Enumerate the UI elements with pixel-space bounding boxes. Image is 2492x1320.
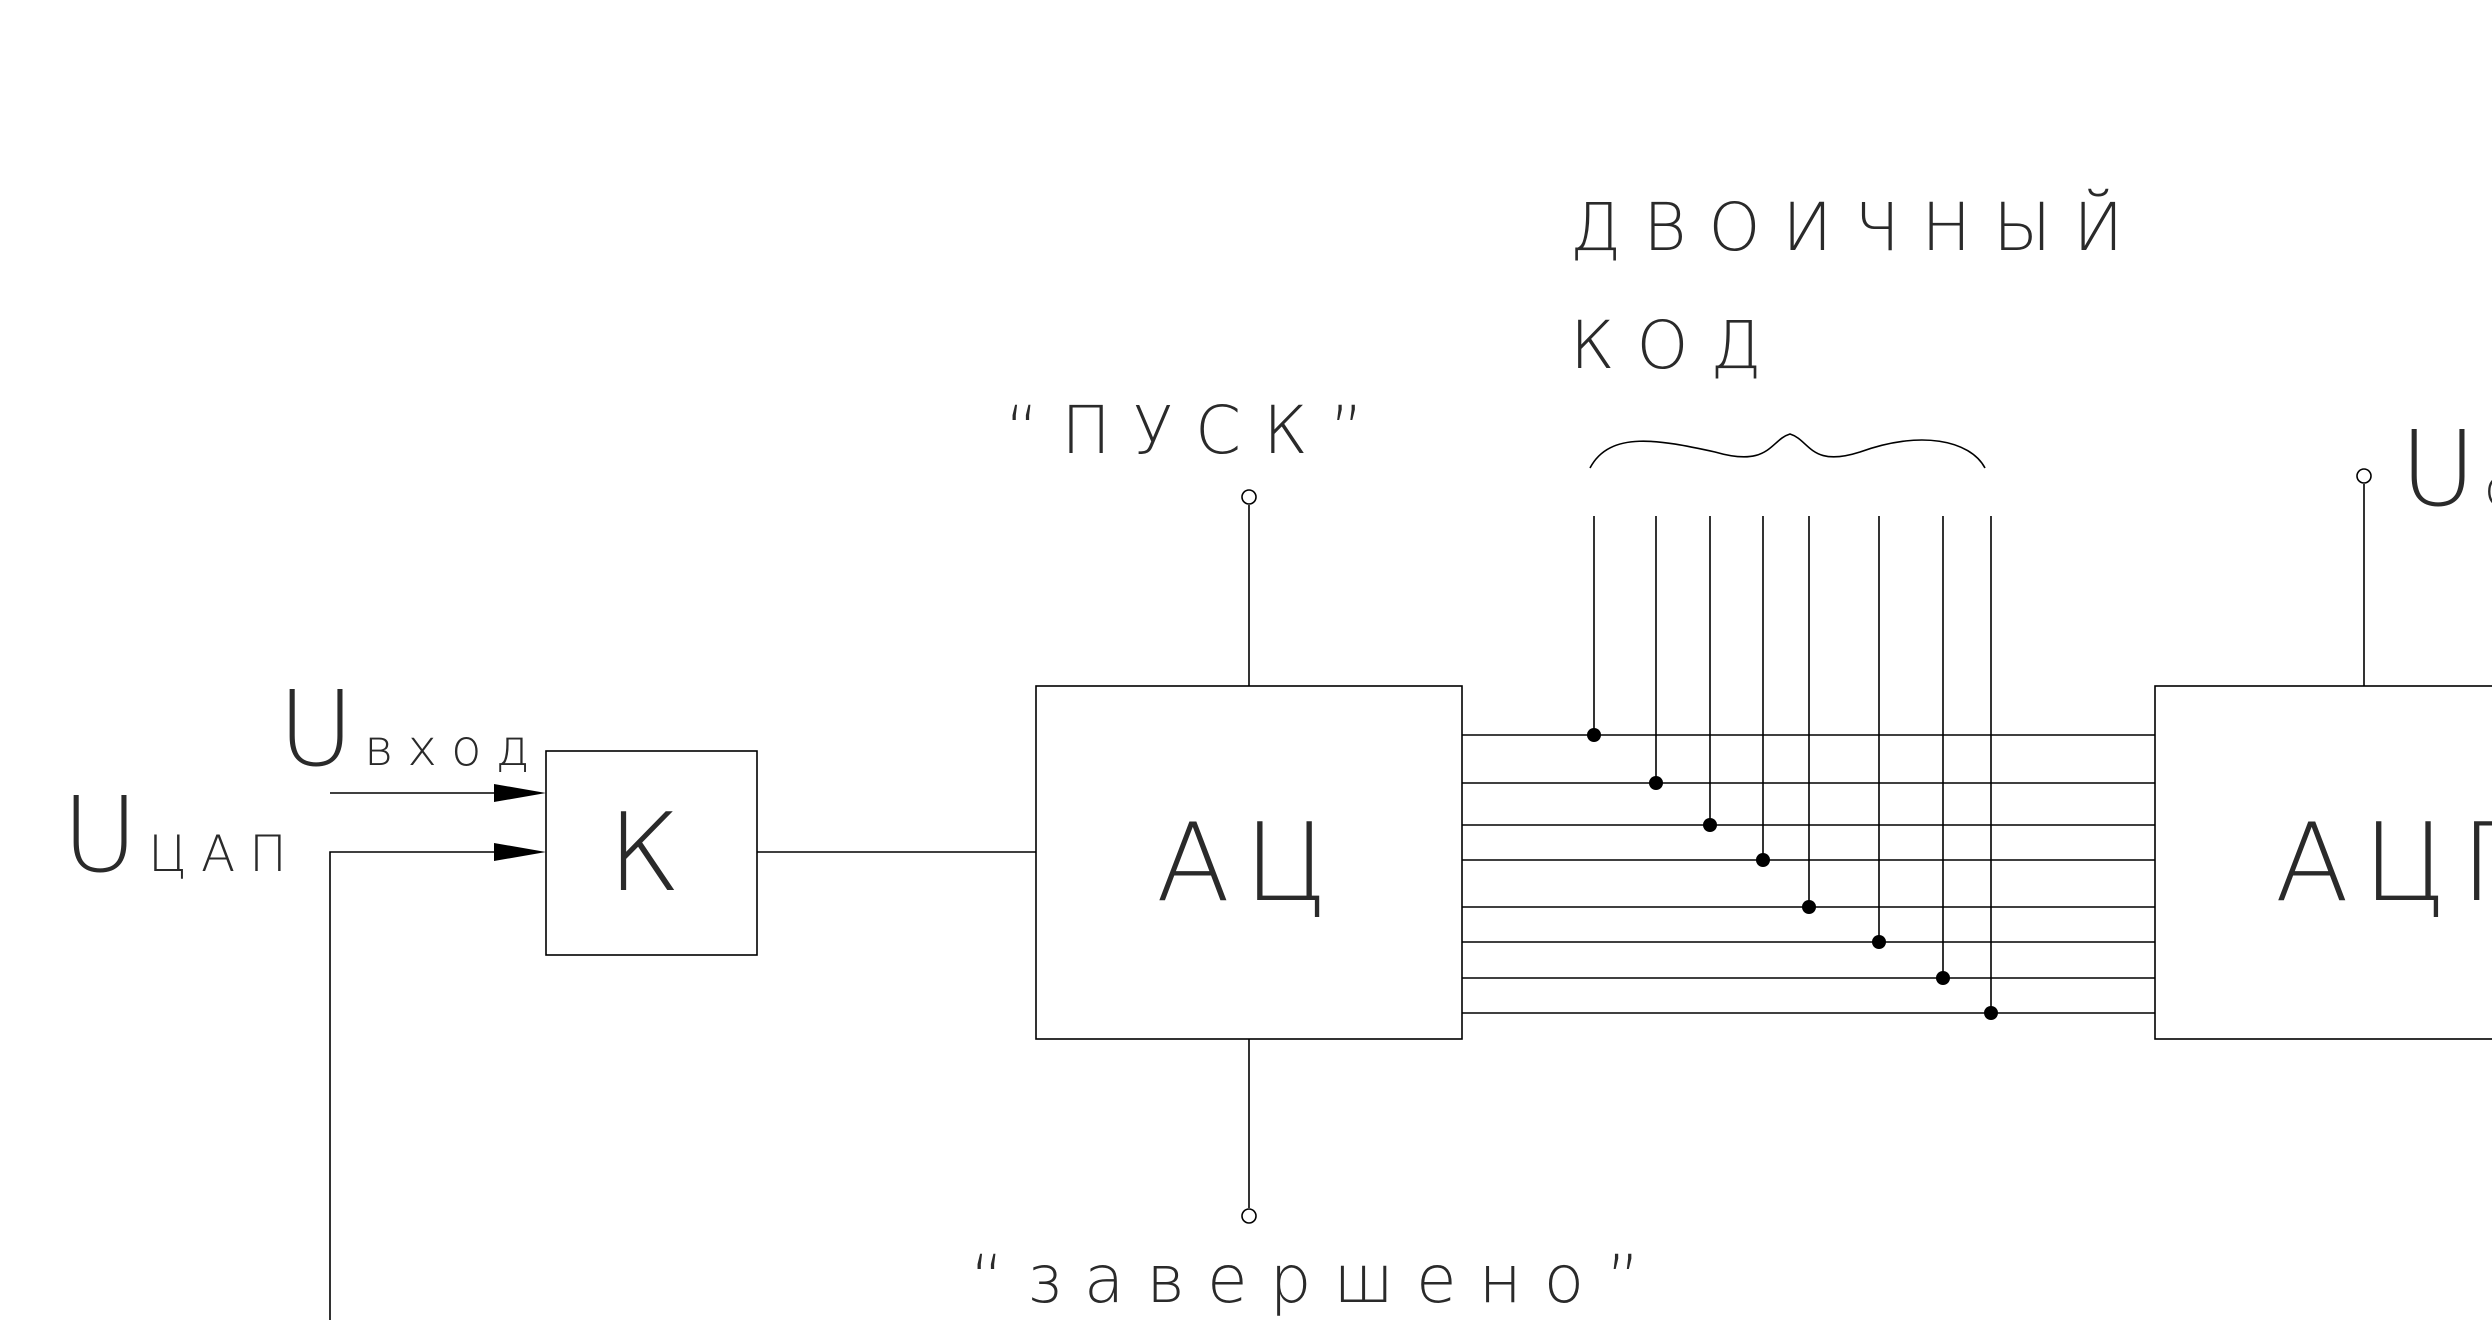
junction-dot <box>1984 1006 1998 1020</box>
junction-dot <box>1802 900 1816 914</box>
binary-code-label-line1: ДВОИЧНЫЙ <box>1570 188 2145 266</box>
junction-dot <box>1703 818 1717 832</box>
adc-block-label: АЦП <box>2275 801 2492 926</box>
done-label: “завершено” <box>970 1241 1662 1318</box>
u-in-arrow <box>494 784 546 802</box>
binary-code-taps <box>1593 516 1992 1013</box>
ref-voltage-label: Uо <box>2400 408 2492 530</box>
u-in-main: U <box>278 668 354 790</box>
u-dac-arrow <box>494 843 546 861</box>
junction-dot <box>1936 971 1950 985</box>
comparator-block <box>545 750 758 956</box>
u-dac-feedback-wire <box>329 851 505 1320</box>
u-dac-sub: ЦАП <box>148 825 301 883</box>
comparator-label: К <box>608 791 695 916</box>
ac-block <box>1035 685 1463 1040</box>
start-label: “ПУСК” <box>1005 392 1386 469</box>
junction-dot <box>1587 728 1601 742</box>
junction-dot <box>1756 853 1770 867</box>
curly-brace <box>1589 433 1986 469</box>
junction-dot <box>1872 935 1886 949</box>
u-in-sub: вход <box>364 719 543 777</box>
binary-code-label-line2: КОД <box>1570 307 1784 384</box>
junction-dots <box>1587 728 1998 1020</box>
done-terminal <box>1241 1208 1257 1224</box>
adc-block <box>2154 685 2492 1040</box>
ref-voltage-sub: о <box>2484 459 2492 517</box>
ac-block-label: АЦ <box>1156 801 1342 926</box>
ref-voltage-main: U <box>2400 408 2476 530</box>
ref-voltage-terminal <box>2356 468 2372 484</box>
start-terminal <box>1241 489 1257 505</box>
u-dac-main: U <box>62 774 138 896</box>
junction-dot <box>1649 776 1663 790</box>
